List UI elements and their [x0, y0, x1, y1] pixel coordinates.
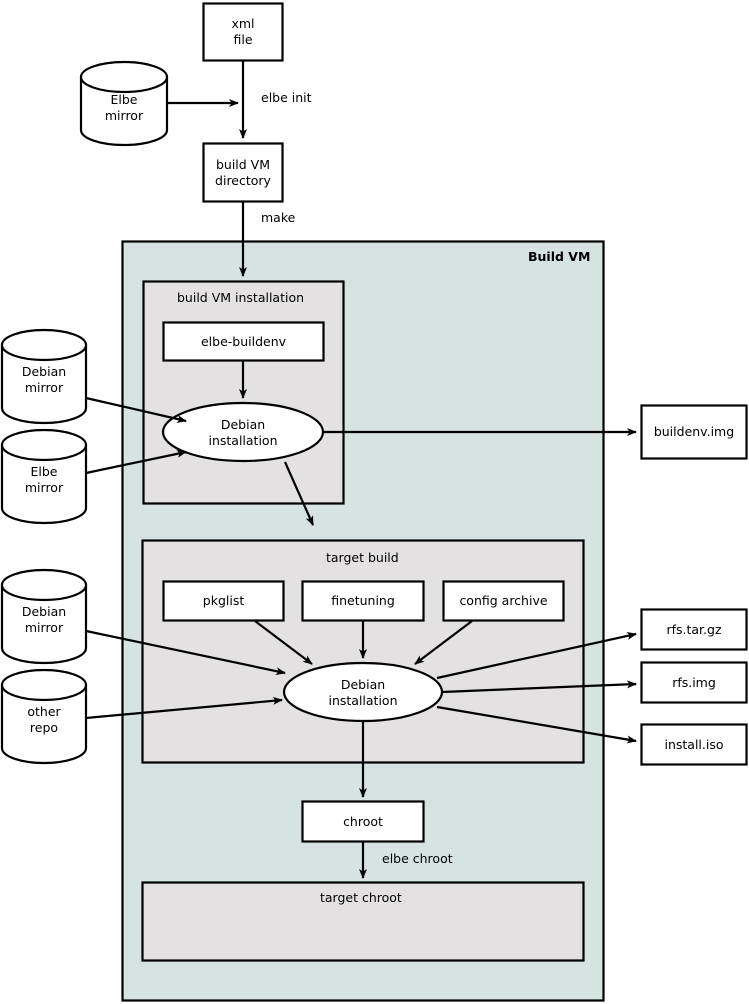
elbe-mirror-lower-node-hit[interactable]: [2, 430, 87, 524]
target-build-title: target build: [326, 550, 399, 565]
debian-mirror-lower-node-hit[interactable]: [2, 570, 87, 664]
edge-debianinstall-to-rfsimg: [441, 680, 637, 694]
edge-elbemirror-lower-to-debianinstall: [85, 449, 187, 475]
edge-label-elbe-chroot: elbe chroot: [382, 851, 453, 866]
rfs-img-node-hit[interactable]: [641, 662, 747, 703]
rfs-img-node: [640, 661, 748, 704]
pkglist-node: [162, 580, 285, 622]
chroot-node-hit[interactable]: [302, 801, 424, 842]
build-vm-installation-title: build VM installation: [177, 290, 305, 305]
edge-label-make: make: [261, 210, 296, 225]
rfs-tar-gz-node: [640, 608, 748, 651]
debian-installation-upper-node-hit[interactable]: [163, 403, 323, 461]
edge-debianmirror-lower-to-debianinstall: [85, 629, 286, 676]
debian-mirror-upper-node-hit[interactable]: [2, 330, 87, 424]
edge-debianinstall-to-targetbuild: [283, 461, 315, 526]
elbe-mirror-top-cylinder: [79, 60, 169, 147]
pkglist-node-hit[interactable]: [163, 581, 284, 621]
build-vm-title: Build VM: [528, 249, 591, 264]
debian-installation-lower-node-hit[interactable]: [284, 663, 442, 721]
chroot-node: [301, 800, 425, 843]
elbe-buildenv-node: [162, 321, 325, 362]
buildenv-img-node: [640, 404, 748, 460]
edge-pkglist-to-debianinstall: [254, 620, 313, 665]
edge-configarchive-to-debianinstall: [414, 620, 473, 665]
edge-label-elbe-init: elbe init: [261, 90, 312, 105]
edge-otherrepo-to-debianinstall: [85, 696, 283, 720]
build-vm-directory-node-hit[interactable]: [203, 143, 283, 202]
xml-file-node: [202, 2, 284, 62]
install-iso-node-hit[interactable]: [641, 724, 747, 765]
elbe-mirror-lower-cylinder: [0, 428, 88, 525]
build-vm-directory-node: [202, 142, 284, 203]
target-chroot-node-hit[interactable]: [142, 882, 584, 961]
rfs-tar-gz-node-hit[interactable]: [641, 609, 747, 650]
finetuning-node-hit[interactable]: [302, 581, 424, 621]
target-chroot-group: [141, 881, 585, 962]
elbe-mirror-top-node-hit[interactable]: [81, 62, 168, 146]
finetuning-node: [301, 580, 425, 622]
xml-file-node-hit[interactable]: [203, 3, 283, 61]
other-repo-node-hit[interactable]: [2, 670, 87, 764]
edge-debianmirror-upper-to-debianinstall: [85, 396, 187, 423]
edge-debianinstall-to-rfstargz: [436, 632, 637, 680]
target-chroot-title: target chroot: [320, 890, 402, 905]
buildenv-img-node-hit[interactable]: [641, 405, 747, 459]
config-archive-node: [442, 580, 565, 622]
debian-mirror-upper-cylinder: [0, 328, 88, 425]
other-repo-cylinder: [0, 668, 88, 765]
edge-debianinstall-to-installiso: [436, 705, 637, 744]
install-iso-node: [640, 723, 748, 766]
config-archive-node-hit[interactable]: [443, 581, 564, 621]
elbe-buildenv-node-hit[interactable]: [163, 322, 324, 361]
debian-mirror-lower-cylinder: [0, 568, 88, 665]
